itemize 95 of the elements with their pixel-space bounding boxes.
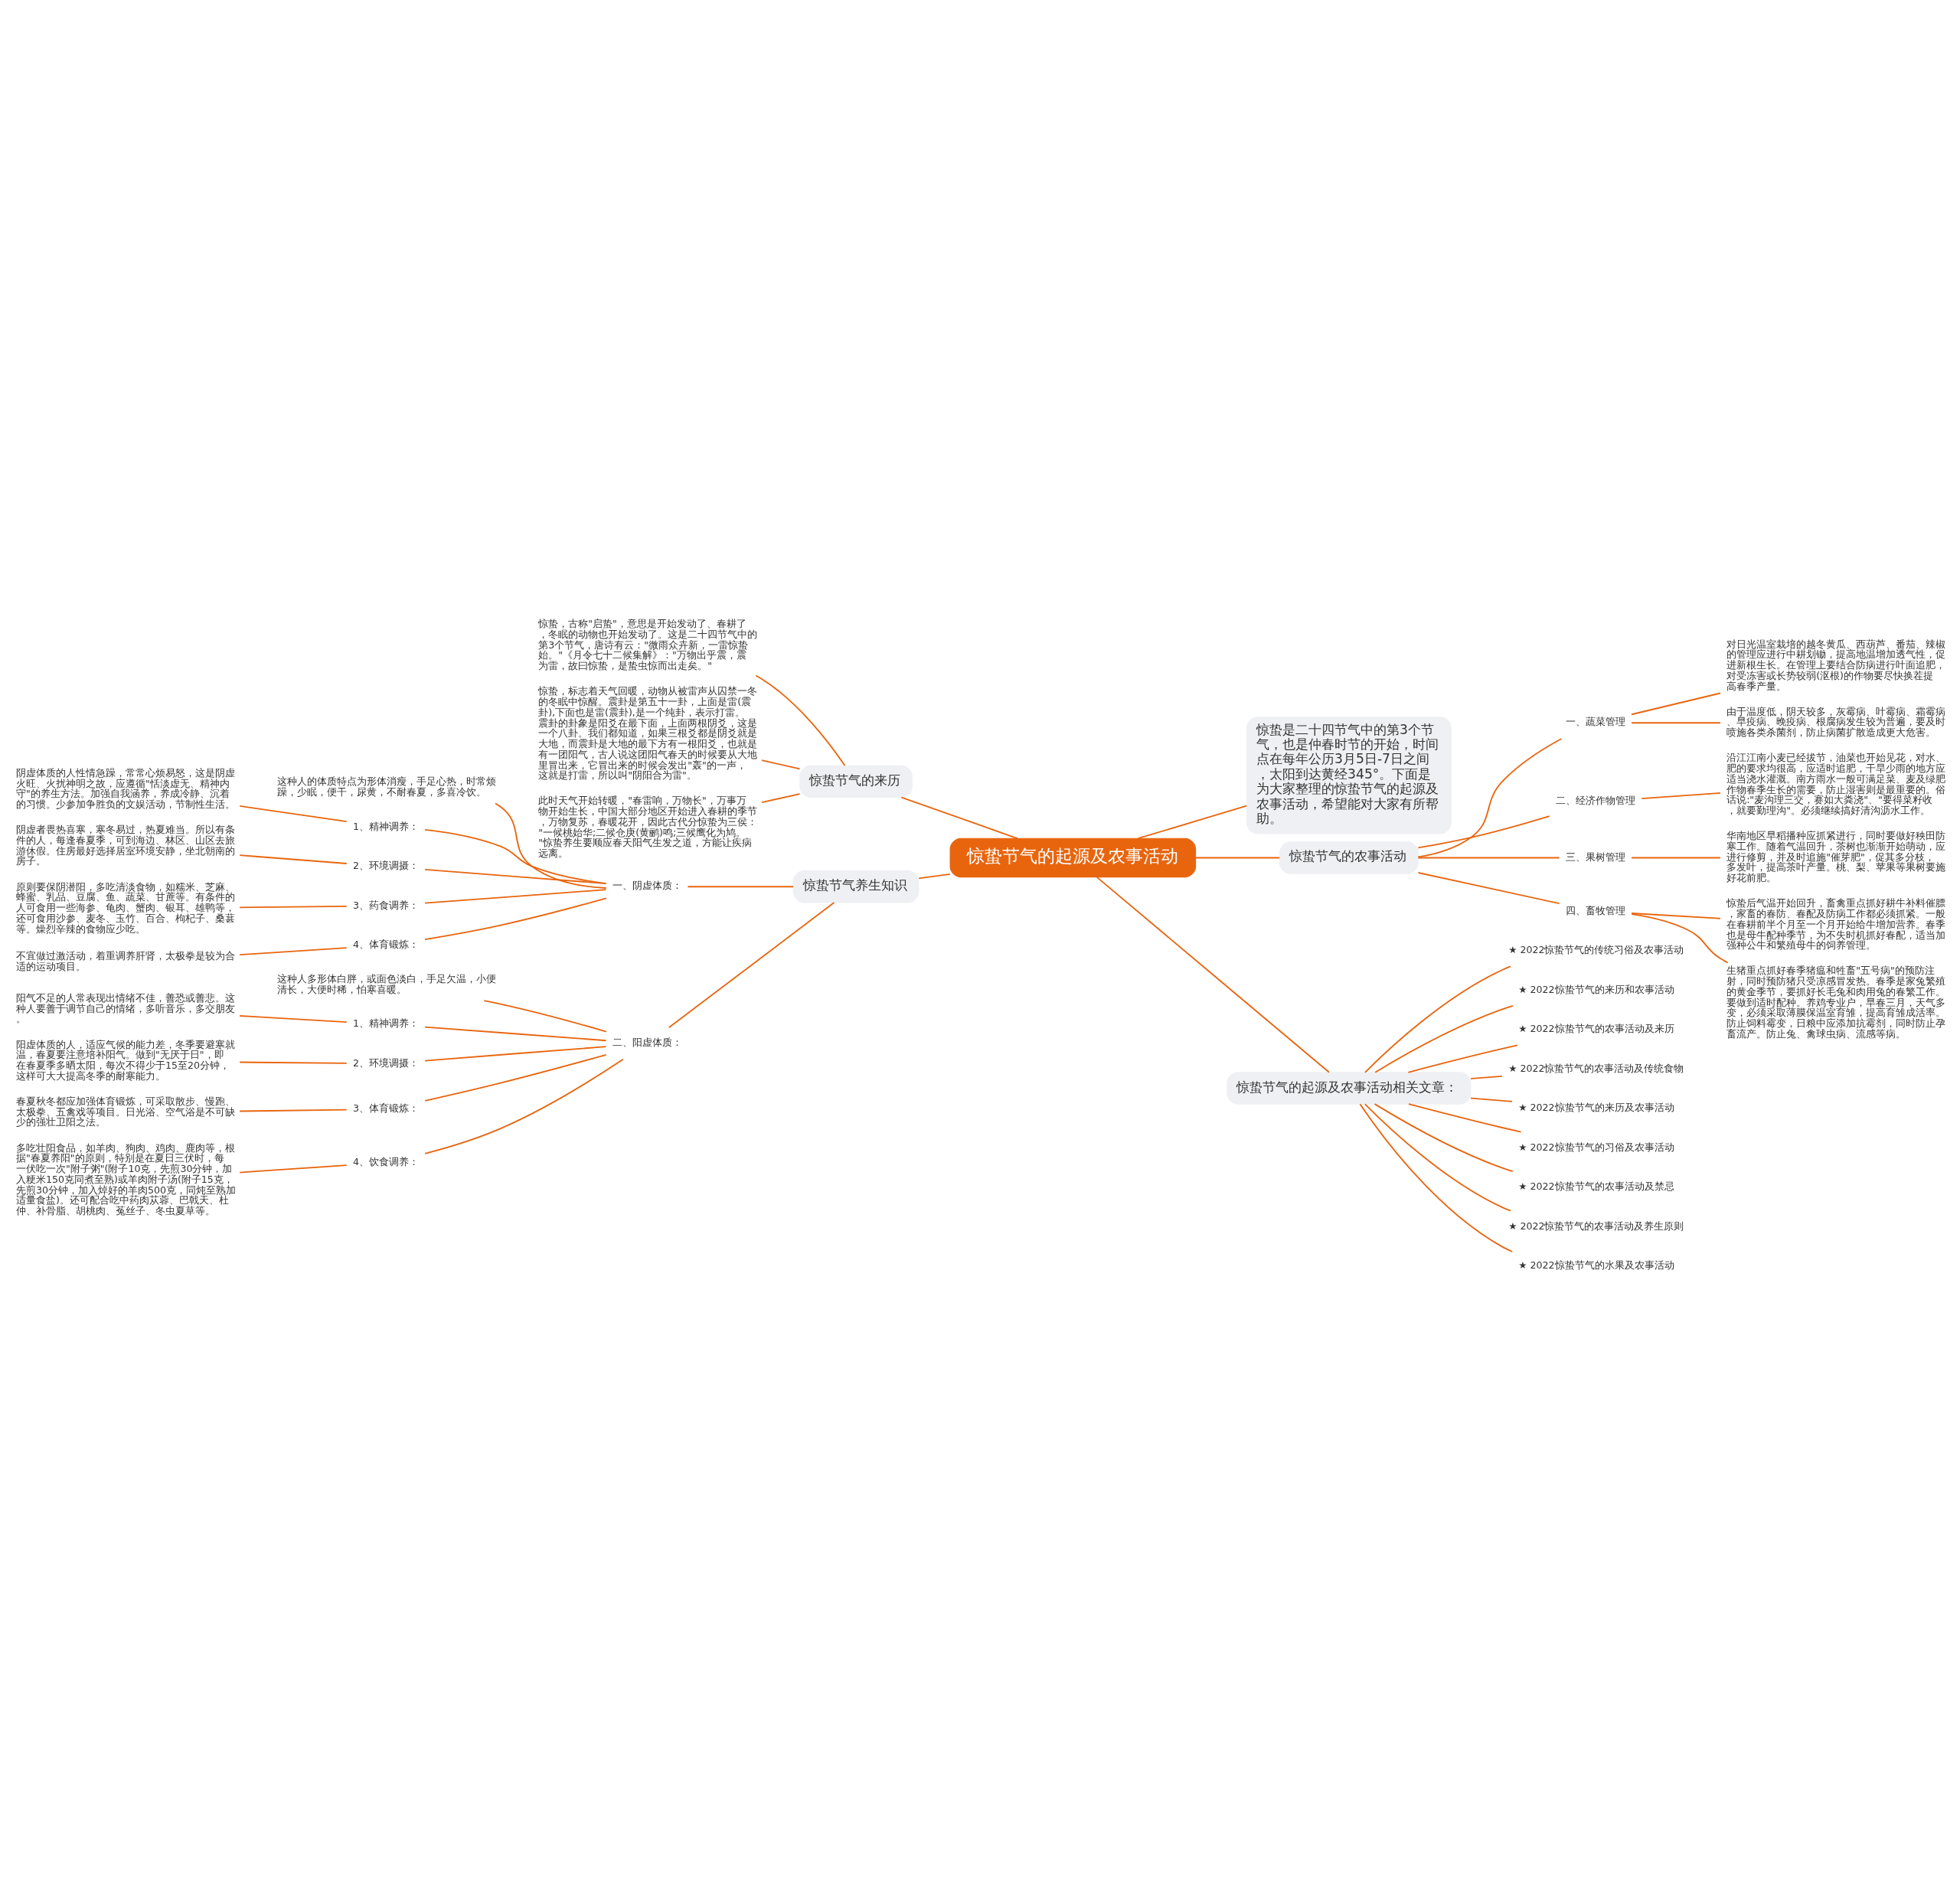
connector	[424, 1026, 607, 1041]
node-text: ★ 2022惊蛰节气的传统习俗及农事活动	[1508, 943, 1684, 955]
node-text: 2、环境调摄：	[353, 859, 420, 871]
node-text: 阴虚者畏热喜寒，寒冬易过，热夏难当。所以有条件的人，每逢春夏季，可到海边、林区、山区去旅游休假。住房最好选择居室环境安静，坐北朝南的房子。	[16, 823, 236, 867]
connector	[424, 1053, 607, 1102]
node-text: 不宜做过激活动，着重调养肝肾，太极拳是较为合适的运动项目。	[16, 949, 236, 972]
node-text: 多吃壮阳食品，如羊肉、狗肉、鸡肉、鹿肉等，根据"春夏养阳"的原则，特别是在夏日三伏时，每一伏吃一次"附子粥"(附子10克，先煎30分钟，加入粳米150克同煮至熟)或羊肉附子汤(附子15克，先煎30分钟，加入焯好的羊肉500克，同炖至熟加适量食盐)。还可配合吃中药肉苁蓉、巴戟天、杜仲、补骨脂、胡桃肉、菟丝子、冬虫夏草等。	[16, 1141, 237, 1216]
connector	[1194, 857, 1281, 858]
node-text: ★ 2022惊蛰节气的来历和农事活动	[1518, 983, 1674, 994]
connector	[687, 885, 794, 887]
connector	[755, 674, 846, 766]
connector	[239, 1014, 348, 1023]
node-text: 由于温度低，阴天较多，灰霉病、叶霉病、霜霉病、早疫病、晚疫病、根腐病发生较为普遍，要及时喷施各类杀菌剂，防止病菌扩散造成更大危害。	[1726, 705, 1946, 738]
connector	[239, 1108, 348, 1112]
connector	[1137, 805, 1248, 839]
connector	[1374, 1004, 1514, 1073]
connector	[1364, 965, 1511, 1073]
node-text: 二、经济作物管理	[1555, 794, 1635, 806]
connector	[1641, 792, 1721, 799]
connector	[424, 896, 607, 940]
connector	[1407, 1044, 1518, 1073]
connector	[1359, 1102, 1514, 1252]
connector	[1631, 692, 1721, 715]
connector	[918, 873, 951, 879]
connector	[900, 796, 1018, 839]
node-text: 惊蛰，标志着天气回暖，动物从被雷声从囚禁一冬的冬眠中惊醒。震卦是第五十一卦，上面是雷(震卦),下面也是雷(震卦),是一个纯卦，表示打雷。震卦的卦象是阳爻在最下面，上面两根阴爻，这是一个八卦。我们都知道，如果三根爻都是阴爻就是大地，而震卦是大地的最下方有一根阳爻，也就是有一团阳气，古人说这团阳气春天的时候要从大地里冒出来，它冒出来的时候会发出"轰"的一声，这就是打雷，所以叫"阴阳合为雷"。	[538, 684, 758, 781]
node-text: ★ 2022惊蛰节气的农事活动及养生原则	[1508, 1220, 1684, 1232]
node-text: 3、药食调养：	[353, 899, 420, 911]
node-box: 惊蛰节气的起源及农事活动	[949, 837, 1197, 877]
node-text: 沿江江南小麦已经拔节，油菜也开始见花，对水、肥的要求均很高，应适时追肥，干旱少雨的地方应适当浇水灌溉。南方雨水一般可满足菜、麦及绿肥作物春季生长的需要，防止湿害则是最重要的。俗话说:"麦沟理三交，赛如大粪浇"、"要得菜籽收，就要勤理沟"。必须继续搞好清沟沥水工作。	[1726, 751, 1946, 816]
node-text: 惊蛰后气温开始回升，畜禽重点抓好耕牛补料催膘，家畜的春防、春配及防病工作都必须抓紧。一般在春耕前半个月至一个月开始给牛增加营养。春季也是母牛配种季节，为不失时机抓好春配，适当加强种公牛和繁殖母牛的饲养管理。	[1726, 896, 1946, 951]
connector	[239, 905, 348, 908]
connector	[239, 805, 348, 822]
connector	[495, 802, 607, 889]
node-text: 阳气不足的人常表现出情绪不佳，善恐或善悲。这种人要善于调节自己的情绪，多听音乐，多交朋友。	[16, 991, 236, 1024]
connector	[239, 1164, 348, 1173]
connector	[1364, 1102, 1511, 1212]
connector	[424, 868, 607, 884]
node-text: 3、体育锻炼：	[353, 1102, 420, 1114]
node-text: 生猪重点抓好春季猪瘟和牲畜"五号病"的预防注射，同时预防猪只受凉感冒发热。春季是家兔繁殖的黄金季节，要抓好长毛兔和肉用兔的春繁工作。要做到适时配种。养鸡专业户，早春三月，天气多变，必须采取薄膜保温室育雏，提高育雏成活率。防止饲料霉变，日粮中应添加抗霉剂，同时防止孕畜流产。防止兔、禽球虫病、流感等病。	[1726, 964, 1946, 1040]
connector	[424, 888, 607, 904]
connector	[1417, 857, 1560, 858]
node-text: ★ 2022惊蛰节气的农事活动及禁忌	[1518, 1180, 1674, 1192]
connector	[1631, 913, 1729, 964]
node-text: 4、体育锻炼：	[353, 938, 420, 950]
node-text: 1、精神调养：	[353, 1017, 420, 1029]
node-box: 惊蛰节气的来历	[799, 765, 913, 798]
node-text: 这种人多形体白胖，或面色淡白，手足欠温，小便清长，大便时稀，怕寒喜暖。	[277, 972, 497, 994]
connector	[239, 1061, 348, 1064]
node-text: 华南地区早稻播种应抓紧进行，同时要做好秧田防寒工作。随着气温回升，茶树也渐渐开始萌动，应进行修剪，并及时追施"催芽肥"，促其多分枝，多发叶，提高茶叶产量。桃、梨、苹果等果树要施好花前肥。	[1726, 829, 1946, 883]
node-text: 惊蛰，古称"启蛰"，意思是开始发动了、春耕了，冬眠的动物也开始发动了。这是二十四节气中的第3个节气，唐诗有云："微雨众卉新，一雷惊蛰始。"《月令七十二候集解》："万物出乎震，震为雷，故曰惊蛰，是蛰虫惊而出走矣。"	[538, 617, 758, 671]
connector	[1417, 815, 1550, 848]
node-text: 对日光温室栽培的越冬黄瓜、西葫芦、番茄、辣椒的管理应进行中耕划锄，提高地温增加透气性，促进新根生长。在管理上要结合防病进行叶面追肥，对受冻害或长势较弱(沤根)的作物要尽快换茬提高春季产量。	[1726, 638, 1946, 691]
node-box: 惊蛰节气养生知识	[792, 870, 920, 903]
connector	[1631, 721, 1721, 723]
connector	[1096, 876, 1330, 1073]
node-text: 四、畜牧管理	[1566, 903, 1626, 916]
node-text: 这种人的体质特点为形体消瘦，手足心热，时常烦躁，少眠，便干，尿黄，不耐春夏，多喜冷饮。	[277, 775, 497, 798]
connector	[668, 901, 835, 1028]
connector	[1470, 1097, 1513, 1102]
node-text: 原则要保阴潜阳，多吃清淡食物，如糯米、芝麻、蜂蜜、乳品、豆腐、鱼、蔬菜、甘蔗等。有条件的人可食用一些海参、龟肉、蟹肉、银耳、雄鸭等，还可食用沙参、麦冬、玉竹、百合、枸杞子、桑葚等。燥烈辛辣的食物应少吃。	[16, 880, 236, 935]
node-text: 阳虚体质的人，适应气候的能力差，冬季要避寒就温，春夏要注意培补阳气。做到"无厌于日"，即在春夏季多晒太阳，每次不得少于15至20分钟，这样可大大提高冬季的耐寒能力。	[16, 1038, 236, 1082]
connector	[761, 792, 801, 803]
connector	[239, 946, 348, 955]
connector	[1417, 737, 1563, 857]
node-text: 阴虚体质的人性情急躁，常常心烦易怒，这是阴虚火旺、火扰神明之故，应遵循"恬淡虚无、精神内守"的养生方法。加强自我涵养，养成冷静、沉着的习惯。少参加争胜负的文娱活动，节制性生活。	[16, 766, 236, 810]
node-text: 三、果树管理	[1566, 851, 1626, 863]
connector	[1631, 912, 1721, 919]
connector	[1631, 857, 1721, 858]
node-box: 惊蛰节气的起源及农事活动相关文章：	[1227, 1071, 1472, 1105]
connector	[1407, 1102, 1522, 1133]
connector	[761, 759, 801, 769]
node-text: 1、精神调养：	[353, 820, 420, 832]
node-text: 二、阳虚体质：	[612, 1036, 682, 1048]
node-text: 4、饮食调养：	[353, 1155, 420, 1167]
connector	[1470, 1075, 1503, 1079]
connector	[1374, 1102, 1514, 1172]
connector	[483, 999, 607, 1032]
connector	[424, 828, 607, 884]
node-box: 惊蛰是二十四节气中的第3个节气，也是仲春时节的开始，时间点在每年公历3月5日-7日之间，太阳到达黄经345°。下面是为大家整理的惊蛰节气的起源及农事活动，希望能对大家有所帮助。	[1246, 716, 1452, 834]
node-text: 2、环境调摄：	[353, 1056, 420, 1069]
node-text: 此时天气开始转暖，"春雷响，万物长"，万事万物开始生长，中国大部分地区开始进入春耕的季节，万物复苏，春暖花开，因此古代分惊蛰为三侯："一候桃始华;二候仓庚(黄鹂)鸣;三候鹰化为鸠。"惊蛰养生要顺应春天阳气生发之道，方能让疾病远离。	[538, 794, 758, 859]
connector	[1417, 871, 1560, 904]
node-text: 一、阴虚体质：	[612, 879, 682, 891]
connector	[424, 1045, 607, 1061]
node-text: ★ 2022惊蛰节气的习俗及农事活动	[1518, 1141, 1674, 1153]
node-text: ★ 2022惊蛰节气的来历及农事活动	[1518, 1101, 1674, 1113]
connector	[239, 854, 348, 864]
node-text: ★ 2022惊蛰节气的水果及农事活动	[1518, 1259, 1674, 1271]
node-text: ★ 2022惊蛰节气的农事活动及传统食物	[1508, 1062, 1684, 1074]
node-text: ★ 2022惊蛰节气的农事活动及来历	[1518, 1022, 1674, 1034]
connector	[424, 1058, 624, 1154]
node-text: 一、蔬菜管理	[1566, 715, 1626, 727]
node-box: 惊蛰节气的农事活动	[1279, 841, 1419, 874]
node-text: 春夏秋冬都应加强体育锻炼，可采取散步、慢跑、太极拳、五禽戏等项目。日光浴、空气浴是不可缺少的强壮卫阳之法。	[16, 1095, 236, 1128]
